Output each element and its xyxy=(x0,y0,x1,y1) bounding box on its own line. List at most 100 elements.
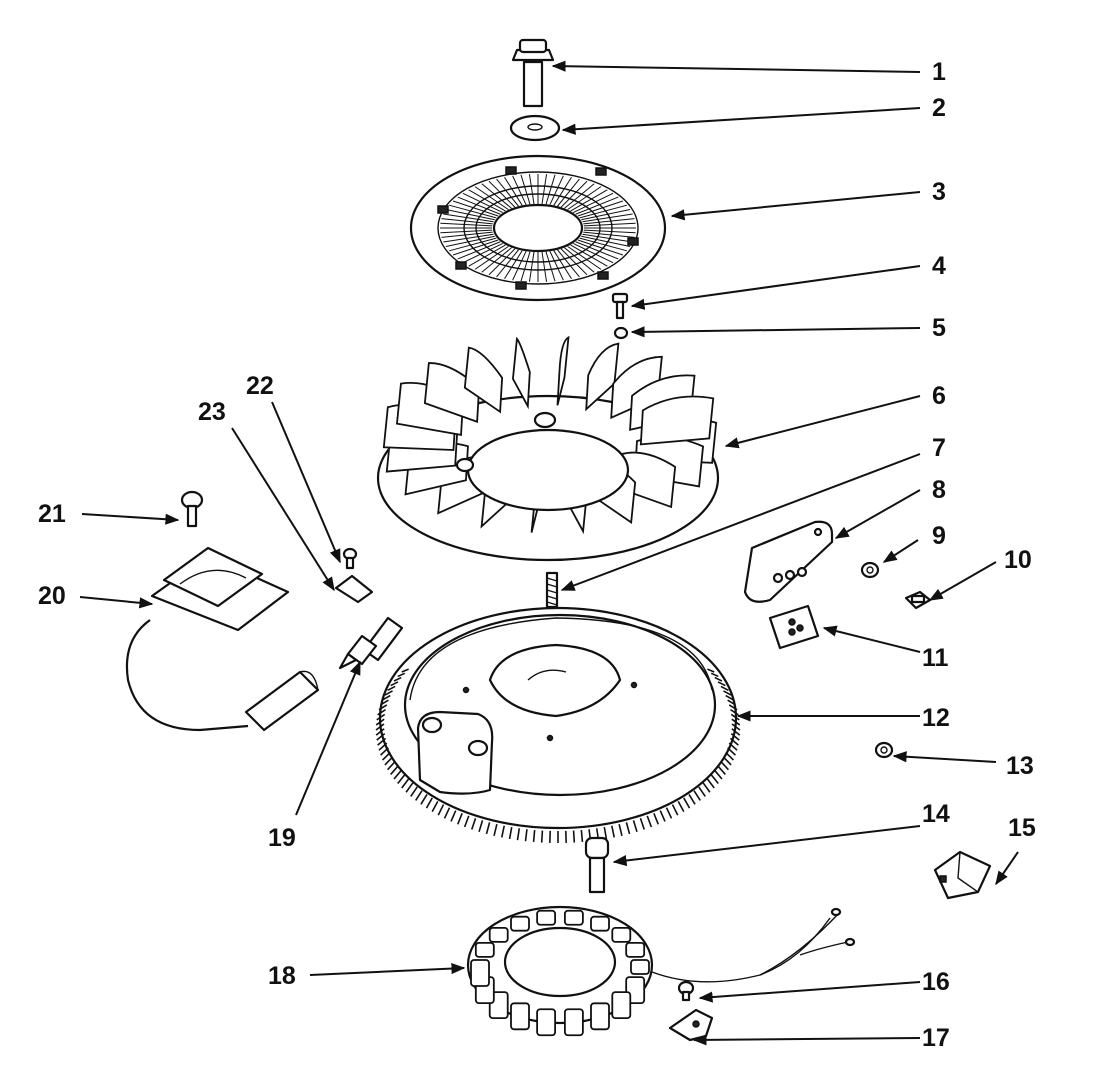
part-4-screw xyxy=(611,292,629,320)
ring-gear-tooth xyxy=(431,800,439,813)
disc-spoke xyxy=(504,176,523,206)
ring-gear-tooth xyxy=(728,742,738,751)
disc-spoke xyxy=(520,174,531,205)
disc-spoke xyxy=(573,192,614,214)
part-2-washer xyxy=(509,114,561,142)
ring-gear-tooth xyxy=(610,825,616,838)
disc-spoke xyxy=(468,189,506,212)
callout-numbers: 1 2 3 4 5 6 7 8 9 10 11 12 13 14 15 16 1… xyxy=(38,58,1036,1052)
ring-gear-tooth xyxy=(450,810,457,822)
stator-pole xyxy=(590,915,610,932)
leader-2 xyxy=(561,107,921,135)
fan-blade xyxy=(556,335,570,406)
part-1-bolt xyxy=(511,38,555,108)
callout-1: 1 xyxy=(932,58,946,86)
disc-spoke xyxy=(579,237,627,252)
callout-3: 3 xyxy=(932,178,946,206)
disc-spoke xyxy=(457,196,501,215)
part-14-bolt xyxy=(584,836,610,894)
disc-spoke xyxy=(441,231,493,238)
ring-gear-tooth xyxy=(727,747,736,756)
disc-spoke xyxy=(583,218,635,225)
callout-11: 11 xyxy=(922,644,949,672)
stator-pole xyxy=(611,991,632,1020)
ring-gear-tooth xyxy=(722,756,732,766)
ring-gear-tooth xyxy=(728,704,738,711)
ring-gear-tooth xyxy=(720,685,729,692)
disc-spoke xyxy=(449,237,497,252)
ring-gear-tooth xyxy=(688,793,696,805)
callout-4: 4 xyxy=(932,252,946,280)
disc-spoke xyxy=(443,213,494,223)
callout-7: 7 xyxy=(932,434,946,462)
ring-gear-tooth xyxy=(397,774,406,785)
ring-gear-tooth xyxy=(397,672,406,678)
callout-5: 5 xyxy=(932,314,946,342)
leader-18 xyxy=(309,962,466,976)
leader-14 xyxy=(612,825,921,867)
ring-gear-tooth xyxy=(384,690,393,696)
disc-spoke xyxy=(567,186,602,211)
ring-gear-tooth xyxy=(410,786,418,797)
disc-spoke xyxy=(528,174,535,205)
ring-gear-tooth xyxy=(665,807,673,819)
callout-19: 19 xyxy=(268,824,296,852)
ring-gear-tooth xyxy=(415,790,423,801)
disc-spoke xyxy=(541,251,548,282)
disc-spoke xyxy=(445,209,495,221)
disc-spoke xyxy=(577,200,624,217)
stator-pole xyxy=(536,1008,557,1037)
disc-spoke xyxy=(560,248,588,276)
disc-spoke xyxy=(560,180,588,208)
disc-spoke xyxy=(575,196,619,215)
ring-gear-tooth xyxy=(532,829,536,843)
leader-3 xyxy=(670,191,921,221)
leader-19 xyxy=(295,660,361,816)
part-3-screen-disc xyxy=(409,154,667,302)
disc-spoke xyxy=(549,250,564,281)
ring-gear-tooth xyxy=(725,694,734,701)
ring-gear-tooth xyxy=(625,822,631,835)
leader-4 xyxy=(630,265,921,310)
disc-spoke xyxy=(445,235,495,247)
disc-spoke xyxy=(496,249,519,278)
ring-gear-tooth xyxy=(572,830,576,843)
ring-gear-tooth xyxy=(714,769,723,780)
ring-gear-tooth xyxy=(710,774,719,785)
callout-16: 16 xyxy=(922,968,950,996)
disc-spoke xyxy=(583,231,635,238)
ring-gear-tooth xyxy=(639,817,646,830)
stator-pole xyxy=(510,915,530,932)
disc-spoke xyxy=(443,233,494,243)
ring-gear-tooth xyxy=(375,718,385,726)
disc-spoke xyxy=(520,251,531,282)
ring-gear-tooth xyxy=(717,765,726,775)
part-16-screw xyxy=(677,980,695,1002)
ring-gear-tooth xyxy=(493,823,498,836)
ring-gear-tooth xyxy=(653,813,660,825)
ring-gear-tooth xyxy=(717,681,726,687)
leader-13 xyxy=(892,751,997,763)
leader-20 xyxy=(79,596,154,609)
disc-spoke xyxy=(581,209,631,221)
ring-gear-tooth xyxy=(390,681,399,687)
part-9-nut xyxy=(860,561,880,579)
disc-spoke xyxy=(549,175,564,206)
disc-spoke xyxy=(567,245,602,270)
ring-gear-tooth xyxy=(456,813,463,825)
leader-6 xyxy=(724,395,921,449)
ring-gear-tooth xyxy=(500,825,506,838)
ring-gear-tooth xyxy=(659,810,666,822)
leader-10 xyxy=(928,561,997,601)
callout-14: 14 xyxy=(922,800,950,828)
ring-gear-tooth xyxy=(677,800,685,813)
disc-spoke xyxy=(504,250,523,280)
disc-spoke xyxy=(557,249,580,278)
ring-gear-tooth xyxy=(485,822,491,835)
stator-pole xyxy=(488,926,509,943)
disc-spoke xyxy=(441,218,493,225)
ring-gear-tooth xyxy=(382,694,391,701)
ring-gear-tooth xyxy=(443,807,451,819)
ring-gear-tooth xyxy=(384,756,394,766)
